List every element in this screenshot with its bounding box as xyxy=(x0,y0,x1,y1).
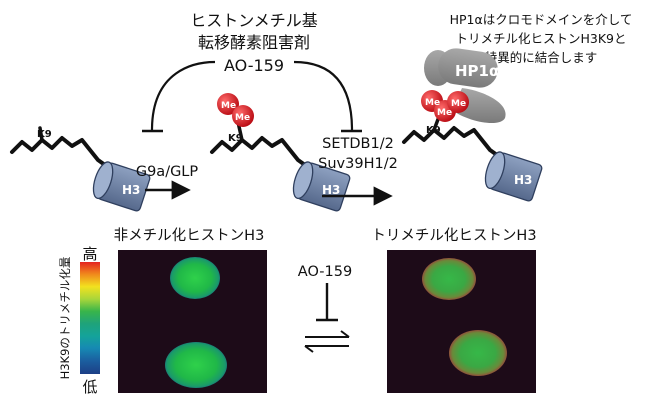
methylase-label: G9a/GLP xyxy=(136,164,199,180)
nucleus xyxy=(449,330,507,376)
inhibitor-title-line1: ヒストンメチル基 xyxy=(190,11,318,30)
me-label: Me xyxy=(221,101,236,111)
colorbar-axis-label: H3K9のトリメチル化量 xyxy=(58,257,72,380)
histone-trimethylated: HP1α K9 Me Me Me H3 xyxy=(402,48,543,202)
colorbar: 高 低 H3K9のトリメチル化量 xyxy=(58,245,100,396)
histone-unmethylated: K9 H3 xyxy=(10,126,151,212)
h3-label: H3 xyxy=(322,183,340,197)
k9-label: K9 xyxy=(426,125,441,136)
trimethylase-label-2: Suv39H1/2 xyxy=(318,156,398,172)
inhibitor-title-line3: AO-159 xyxy=(224,56,284,75)
right-panel-title: トリメチル化ヒストンH3 xyxy=(371,227,536,244)
left-panel-title: 非メチル化ヒストンH3 xyxy=(114,227,265,244)
hp1-label: HP1α xyxy=(455,62,499,80)
me-label: Me xyxy=(425,98,440,108)
hp1-note-line2: トリメチル化ヒストンH3K9と xyxy=(455,31,626,46)
me-label: Me xyxy=(235,113,250,123)
nucleus xyxy=(165,342,227,388)
me-ball xyxy=(232,105,254,127)
k9-tail xyxy=(10,136,114,172)
between-panels-label: AO-159 xyxy=(298,264,352,280)
k9-label: K9 xyxy=(37,129,52,140)
colorbar-high: 高 xyxy=(82,245,97,263)
me-label: Me xyxy=(437,108,452,118)
left-microscopy-panel xyxy=(118,250,267,393)
colorbar-gradient xyxy=(80,262,100,374)
right-microscopy-panel xyxy=(387,250,536,393)
colorbar-low: 低 xyxy=(82,378,97,396)
h3-label: H3 xyxy=(122,183,140,197)
hp1-note-line3: 特異的に結合します xyxy=(485,50,598,65)
nucleus xyxy=(170,257,220,299)
equilibrium-arrows xyxy=(304,330,350,353)
k9-label: K9 xyxy=(228,133,243,144)
inhibition-arc-left xyxy=(150,60,216,131)
me-ball xyxy=(447,91,469,113)
h3-label: H3 xyxy=(514,173,532,187)
histone-dimethylated: K9 Me Me H3 xyxy=(210,93,351,212)
trimethylase-label-1: SETDB1/2 xyxy=(322,136,394,152)
inhibitor-title-line2: 転移酵素阻害剤 xyxy=(198,33,310,52)
nucleus xyxy=(422,258,476,300)
inhibition-arc-right xyxy=(293,60,354,131)
hp1-note-line1: HP1αはクロモドメインを介して xyxy=(450,12,633,27)
me-label: Me xyxy=(451,99,466,109)
me-ball xyxy=(217,93,239,115)
